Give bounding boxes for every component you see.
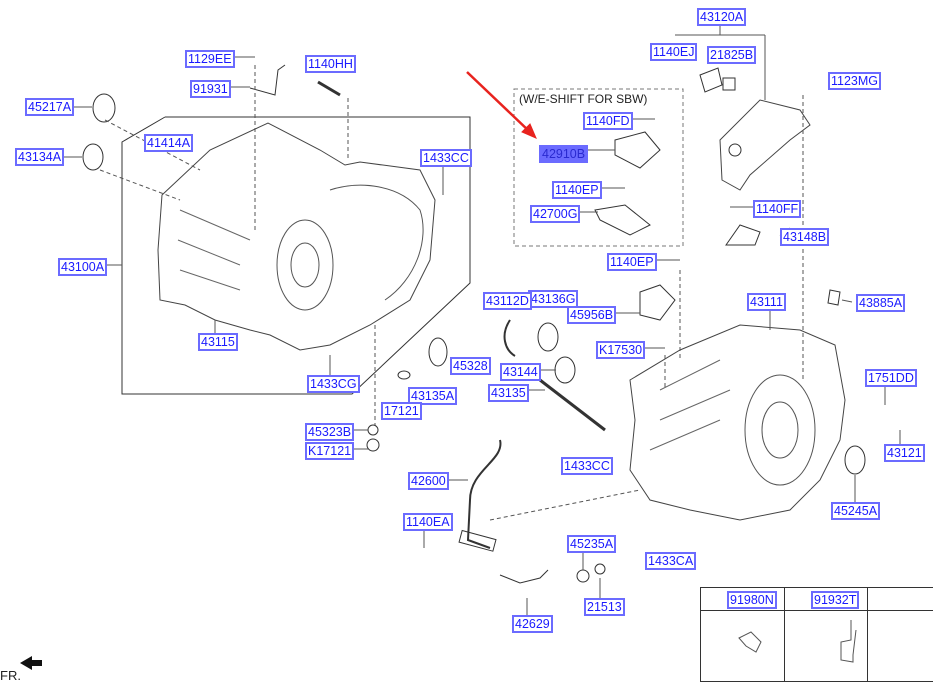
part-label-42700G[interactable]: 42700G: [530, 205, 581, 223]
part-label-43111[interactable]: 43111: [747, 293, 786, 311]
part-label-K17121[interactable]: K17121: [305, 442, 355, 460]
red-pointer-arrow-icon: [466, 71, 537, 139]
part-label-43885A[interactable]: 43885A: [856, 294, 906, 312]
part-label-43100A[interactable]: 43100A: [58, 258, 108, 276]
table-header-row: [701, 588, 933, 611]
transmission-case: [629, 324, 846, 521]
part-label-1140EP[interactable]: 1140EP: [607, 253, 657, 271]
accessory-parts-table: 91980N 91932T: [700, 587, 933, 682]
part-label-43115[interactable]: 43115: [198, 333, 238, 351]
part-label-43136G[interactable]: 43136G: [528, 290, 579, 308]
part-label-1433CC[interactable]: 1433CC: [420, 149, 472, 167]
part-label-42629[interactable]: 42629: [512, 615, 553, 633]
housing-group-frame: [121, 116, 471, 395]
part-label-43135A[interactable]: 43135A: [408, 387, 458, 405]
clutch-housing: [157, 122, 436, 351]
part-label-43135[interactable]: 43135: [488, 384, 529, 402]
part-label-1140FF[interactable]: 1140FF: [753, 200, 802, 218]
part-label-42600[interactable]: 42600: [408, 472, 449, 490]
table-header-91980N[interactable]: 91980N: [727, 591, 777, 609]
part-label-1129EE[interactable]: 1129EE: [185, 50, 235, 68]
part-label-1140EP-sbw[interactable]: 1140EP: [552, 181, 602, 199]
part-label-1433CC-lower[interactable]: 1433CC: [561, 457, 613, 475]
part-label-1140HH[interactable]: 1140HH: [305, 55, 356, 73]
part-label-1123MG[interactable]: 1123MG: [828, 72, 882, 90]
sbw-group-frame: [513, 88, 684, 247]
table-part-images: [738, 620, 857, 663]
part-label-43112D[interactable]: 43112D: [483, 292, 532, 310]
part-label-45217A[interactable]: 45217A: [25, 98, 75, 116]
part-label-1140FD[interactable]: 1140FD: [583, 112, 633, 130]
part-label-43144[interactable]: 43144: [500, 363, 541, 381]
part-label-43121[interactable]: 43121: [884, 444, 925, 462]
part-label-45235A[interactable]: 45235A: [567, 535, 617, 553]
part-label-45245A[interactable]: 45245A: [831, 502, 881, 520]
part-label-1433CA[interactable]: 1433CA: [645, 552, 697, 570]
front-direction-arrow-icon: [20, 656, 42, 670]
table-divider: [784, 588, 785, 681]
part-label-45328[interactable]: 45328: [450, 357, 491, 375]
part-label-43134A[interactable]: 43134A: [15, 148, 65, 166]
part-label-K17530[interactable]: K17530: [596, 341, 646, 359]
part-label-1751DD[interactable]: 1751DD: [865, 369, 917, 387]
mount-bracket: [719, 99, 811, 191]
table-divider: [867, 588, 868, 681]
part-label-42910B-highlighted[interactable]: 42910B: [539, 145, 589, 163]
part-label-17121[interactable]: 17121: [381, 402, 422, 420]
front-direction-label: FR.: [0, 668, 21, 683]
part-label-21825B[interactable]: 21825B: [707, 46, 757, 64]
part-label-1140EA[interactable]: 1140EA: [403, 513, 453, 531]
part-label-91931[interactable]: 91931: [190, 80, 231, 98]
part-label-45956B[interactable]: 45956B: [567, 306, 617, 324]
table-header-91932T[interactable]: 91932T: [811, 591, 860, 609]
part-label-43120A[interactable]: 43120A: [697, 8, 747, 26]
part-label-1140EJ[interactable]: 1140EJ: [650, 43, 698, 61]
part-label-41414A[interactable]: 41414A: [144, 134, 194, 152]
part-label-21513[interactable]: 21513: [584, 598, 625, 616]
sbw-group-note: (W/E-SHIFT FOR SBW): [519, 92, 648, 106]
part-label-1433CG[interactable]: 1433CG: [307, 375, 360, 393]
part-label-43148B[interactable]: 43148B: [780, 228, 830, 246]
part-label-45323B[interactable]: 45323B: [305, 423, 355, 441]
